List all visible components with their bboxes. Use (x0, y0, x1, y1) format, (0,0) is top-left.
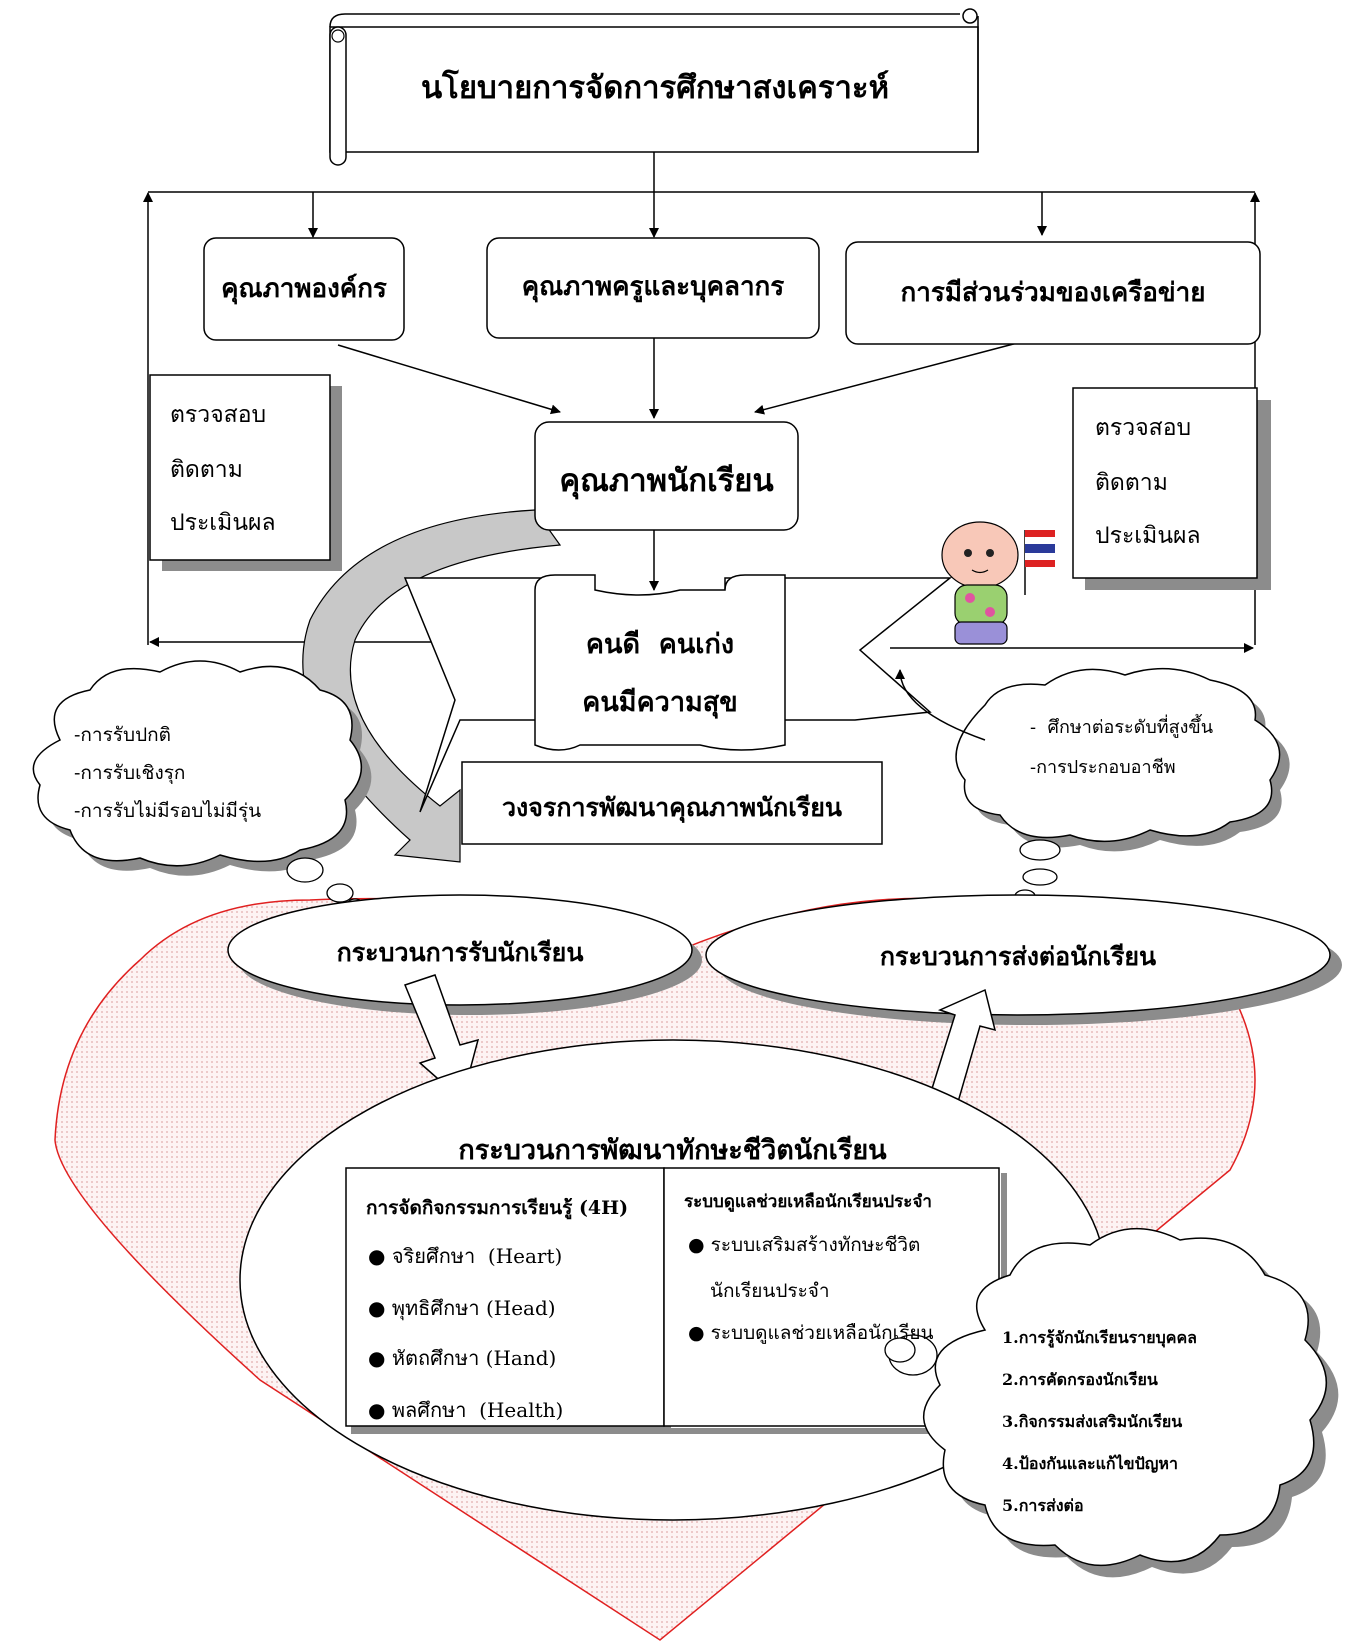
monitor-right-line-2: ติดตาม (1095, 470, 1168, 496)
learning-item-4: ● พลศึกษา (Health) (368, 1398, 564, 1422)
admission-process-label: กระบวนการรับนักเรียน (336, 938, 584, 967)
transfer-option-1: - ศึกษาต่อระดับที่สูงขึ้น (1030, 717, 1214, 738)
admission-option-3: -การรับไม่มีรอบไม่มีรุ่น (74, 800, 262, 822)
development-title: กระบวนการพัฒนาทักษะชีวิตนักเรียน (458, 1135, 887, 1166)
goal-ribbon (403, 574, 953, 813)
student-quality-box (534, 421, 799, 531)
care-step-5: 5.การส่งต่อ (1002, 1496, 1084, 1515)
care-cloud (884, 1227, 1339, 1578)
teacher-quality-box (486, 237, 820, 339)
learning-item-2: ● พุทธิศึกษา (Head) (368, 1296, 556, 1320)
policy-scroll (329, 8, 979, 166)
child-cartoon (941, 521, 1055, 645)
transfer-cloud (895, 667, 1290, 903)
monitor-left-line-2: ติดตาม (170, 457, 243, 483)
transfer-ellipse (705, 894, 1331, 1016)
learning-item-4-text: พลศึกษา (Health) (391, 1398, 564, 1422)
monitor-left-line-3: ประเมินผล (170, 510, 276, 536)
teacher-quality-label: คุณภาพครูและบุคลากร (521, 272, 785, 302)
care-item-1-cont: นักเรียนประจำ (710, 1280, 830, 1302)
up-block-arrow (929, 988, 997, 1103)
monitor-box-right (1072, 387, 1258, 579)
admission-ellipse (227, 894, 693, 1006)
care-step-2: 2.การคัดกรองนักเรียน (1002, 1370, 1158, 1389)
care-step-1: 1.การรู้จักนักเรียนรายบุคคล (1002, 1328, 1197, 1347)
network-box (845, 241, 1261, 345)
care-step-4: 4.ป้องกันและแก้ไขปัญหา (1002, 1454, 1178, 1473)
learning-item-1-text: จริยศึกษา (Heart) (391, 1244, 563, 1268)
care-item-2-text: ระบบดูแลช่วยเหลือนักเรียน (710, 1322, 934, 1344)
learning-item-2-text: พุทธิศึกษา (Head) (391, 1296, 556, 1320)
cycle-box (461, 761, 883, 845)
admission-option-1: -การรับปกติ (74, 724, 171, 746)
care-item-1: ● ระบบเสริมสร้างทักษะชีวิต (688, 1234, 921, 1256)
monitor-left-line-1: ตรวจสอบ (170, 402, 267, 428)
learning-item-3-text: หัตถศึกษา (Hand) (391, 1346, 557, 1370)
care-item-1-text: ระบบเสริมสร้างทักษะชีวิต (710, 1234, 921, 1256)
student-quality-label: คุณภาพนักเรียน (559, 463, 774, 499)
care-header: ระบบดูแลช่วยเหลือนักเรียนประจำ (684, 1192, 932, 1212)
learning-activities-panel (345, 1167, 665, 1427)
org-quality-box (203, 237, 405, 341)
learning-item-1: ● จริยศึกษา (Heart) (368, 1244, 563, 1268)
learning-item-3: ● หัตถศึกษา (Hand) (368, 1346, 557, 1370)
care-item-2: ● ระบบดูแลช่วยเหลือนักเรียน (688, 1322, 934, 1344)
transfer-process-label: กระบวนการส่งต่อนักเรียน (879, 942, 1157, 971)
care-step-3: 3.กิจกรรมส่งเสริมนักเรียน (1002, 1412, 1183, 1431)
monitor-right-line-3: ประเมินผล (1095, 523, 1201, 549)
network-label: การมีส่วนร่วมของเครือข่าย (900, 278, 1206, 308)
monitor-box-left (149, 374, 331, 561)
org-quality-label: คุณภาพองค์กร (221, 274, 387, 304)
goal-line-1: คนดี คนเก่ง (585, 629, 735, 660)
goal-line-2: คนมีความสุข (582, 687, 738, 718)
learning-header: การจัดกิจกรรมการเรียนรู้ (4H) (366, 1197, 629, 1219)
transfer-option-2: -การประกอบอาชีพ (1030, 757, 1176, 778)
admission-cloud (32, 660, 372, 912)
monitor-right-line-1: ตรวจสอบ (1095, 415, 1192, 441)
cycle-label: วงจรการพัฒนาคุณภาพนักเรียน (502, 793, 842, 822)
policy-title: นโยบายการจัดการศึกษาสงเคราะห์ (420, 70, 890, 106)
admission-option-2: -การรับเชิงรุก (74, 762, 186, 784)
